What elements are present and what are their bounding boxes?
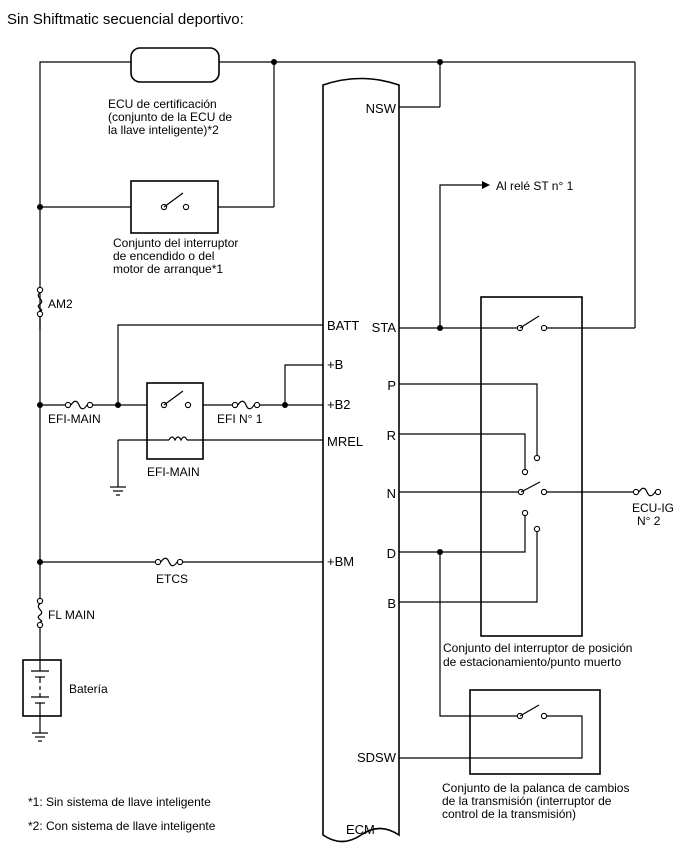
pin-sdsw: SDSW [357, 750, 397, 765]
starter-relay-wire [439, 181, 490, 328]
battery [22, 659, 62, 742]
efi-main-relay [110, 382, 323, 496]
note-1: *1: Sin sistema de llave inteligente [28, 795, 211, 809]
starter-relay-label: Al relé ST n° 1 [496, 179, 574, 193]
pin-plus-b2: +B2 [327, 397, 351, 412]
park-neutral-switch-label: Conjunto del interruptor de posición de … [443, 641, 636, 669]
ecu-ig-label: ECU-IG N° 2 [632, 501, 677, 528]
position-wires [399, 383, 662, 603]
shift-lever-label: Conjunto de la palanca de cambios de la … [442, 781, 633, 821]
pin-p: P [387, 378, 396, 393]
etcs-fuse-label: ETCS [156, 572, 188, 586]
note-2: *2: Con sistema de llave inteligente [28, 819, 216, 833]
battery-label: Batería [69, 682, 108, 696]
efi-no1-fuse [203, 364, 323, 410]
ecm-block [322, 77, 400, 843]
pin-plus-b: +B [327, 357, 343, 372]
etcs-fuse [40, 557, 323, 567]
park-neutral-switch-box [480, 296, 583, 637]
pin-n: N [387, 486, 396, 501]
ecu-certification-box [130, 47, 220, 83]
efi-main-fuse-label: EFI-MAIN [48, 412, 101, 426]
pin-b: B [387, 596, 396, 611]
efi-main-relay-label: EFI-MAIN [147, 465, 200, 479]
pin-batt: BATT [327, 318, 359, 333]
pin-sta: STA [372, 320, 397, 335]
pin-plus-bm: +BM [327, 554, 354, 569]
sta-wire [399, 315, 635, 332]
efi-main-fuse [40, 400, 147, 410]
ignition-switch [37, 180, 274, 234]
fl-main-fuse [36, 597, 44, 660]
shift-lever-switch [399, 552, 601, 775]
top-wiring [39, 59, 636, 330]
ecm-label: ECM [346, 822, 375, 837]
batt-wire [117, 324, 323, 405]
efi-no1-fuse-label: EFI N° 1 [217, 412, 263, 426]
pin-nsw: NSW [366, 101, 397, 116]
am2-label: AM2 [48, 297, 73, 311]
pin-d: D [387, 546, 396, 561]
am2-fuse [36, 286, 44, 318]
ignition-switch-label: Conjunto del interruptor de encendido o … [113, 236, 242, 276]
ecu-certification-label: ECU de certificación (conjunto de la ECU… [108, 97, 235, 137]
pin-r: R [387, 428, 396, 443]
fl-main-label: FL MAIN [48, 608, 95, 622]
pin-mrel: MREL [327, 434, 363, 449]
diagram-title: Sin Shiftmatic secuencial deportivo: [7, 11, 244, 28]
